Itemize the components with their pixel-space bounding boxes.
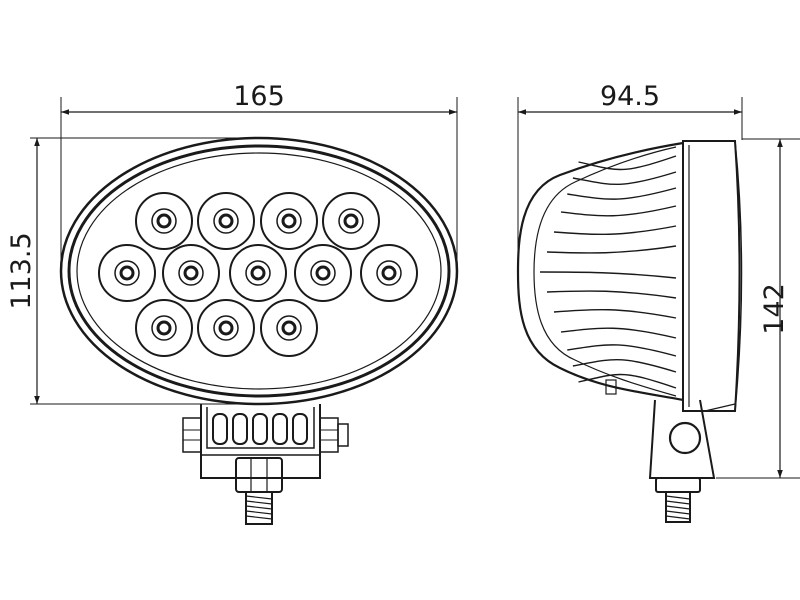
led: [294, 244, 352, 302]
hinge-knuckle: [252, 413, 268, 445]
front-lens-rim: [67, 144, 451, 398]
dimension-side-height: [716, 138, 800, 479]
cooling-fin: [560, 205, 677, 217]
dimension-depth-label: 94.5: [600, 81, 660, 112]
cooling-fin: [553, 225, 677, 236]
side-rear-housing: [516, 141, 684, 402]
led: [162, 244, 220, 302]
led: [98, 244, 156, 302]
hinge-knuckle: [212, 413, 228, 445]
cooling-fin: [578, 373, 677, 389]
dimension-width: [60, 97, 458, 262]
led: [260, 299, 318, 357]
side-mount-bracket: [605, 379, 716, 523]
led: [360, 244, 418, 302]
front-lens-inner: [76, 152, 442, 390]
dimension-height: [30, 137, 259, 405]
cooling-fin: [578, 155, 677, 171]
led: [260, 192, 318, 250]
cooling-fin: [546, 245, 677, 254]
led: [197, 192, 255, 250]
front-mount-bracket: [182, 404, 349, 525]
led: [135, 299, 193, 357]
cooling-fin: [553, 308, 677, 319]
dimension-depth: [517, 97, 743, 262]
side-lens-face: [682, 140, 741, 412]
front-view: 165 113.5: [6, 81, 459, 525]
hinge-knuckle: [292, 413, 308, 445]
led: [322, 192, 380, 250]
led: [197, 299, 255, 357]
cooling-fin: [560, 327, 677, 339]
hinge-knuckle: [232, 413, 248, 445]
side-view: 94.5 142: [516, 81, 800, 523]
cooling-fin: [539, 271, 677, 279]
cooling-fin: [546, 290, 677, 299]
cooling-fin: [572, 358, 677, 373]
dimension-side-height-label: 142: [759, 283, 790, 335]
led: [229, 244, 287, 302]
led: [135, 192, 193, 250]
cooling-fin: [567, 187, 677, 200]
dimension-height-label: 113.5: [6, 232, 37, 309]
dimension-width-label: 165: [233, 81, 285, 112]
cooling-fin: [567, 344, 677, 357]
cooling-fin: [572, 171, 677, 186]
hinge-knuckle: [272, 413, 288, 445]
cooling-fins: [539, 155, 677, 389]
led-array: [98, 192, 418, 357]
